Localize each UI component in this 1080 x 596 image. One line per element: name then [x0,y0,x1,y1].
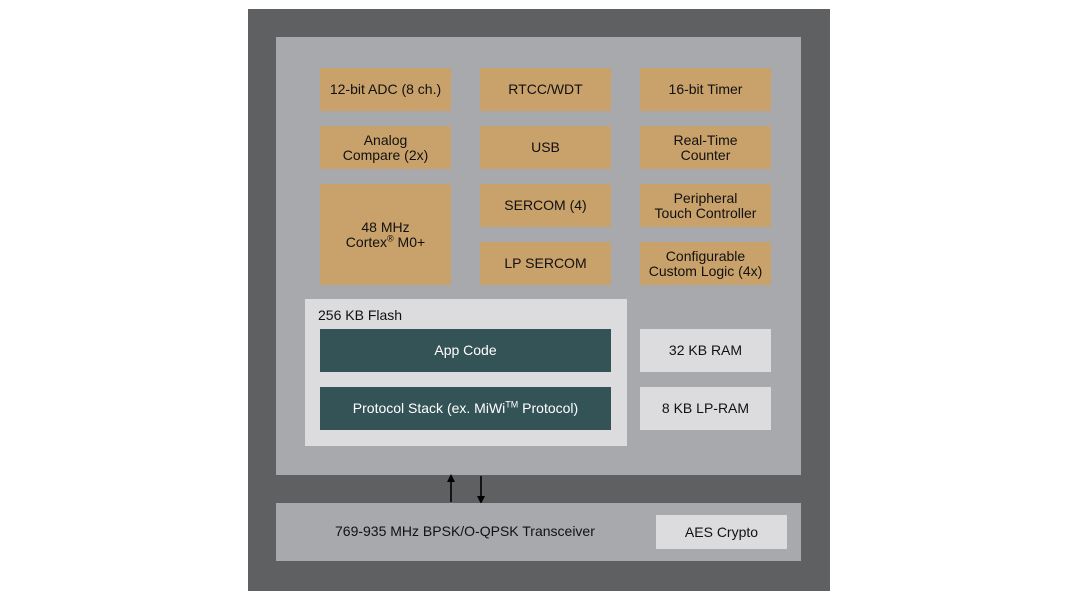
analog-compare-line-2: Compare (2x) [342,146,429,163]
ram-block: 32 KB RAM [640,329,771,372]
aes-crypto-label: AES Crypto [684,523,759,540]
flash-label: 256 KB Flash [318,307,403,323]
ptc-line-2: Touch Controller [654,204,757,221]
ccl-line-1: Configurable [665,247,746,264]
usb-label: USB [531,139,560,155]
lp-ram-label: 8 KB LP-RAM [661,400,750,416]
rtc-line-2: Counter [680,146,731,163]
rtc-line-1: Real-Time [673,131,738,148]
timer-block: 16-bit Timer [640,68,771,111]
trademark-mark: TM [505,399,519,410]
rtcc-wdt-block: RTCC/WDT [480,68,611,111]
transceiver-label: 769-935 MHz BPSK/O-QPSK Transceiver [335,523,595,539]
protocol-label-b: Protocol) [518,400,579,416]
timer-label: 16-bit Timer [668,81,743,97]
cpu-line-1: 48 MHz [361,218,410,235]
analog-compare-line-1: Analog [363,131,408,148]
ccl-line-2: Custom Logic (4x) [648,262,763,279]
aes-crypto-block: AES Crypto [656,515,787,549]
app-code-label: App Code [434,342,497,358]
lp-ram-block: 8 KB LP-RAM [640,387,771,430]
adc-label: 12-bit ADC (8 ch.) [329,81,442,97]
lp-sercom-label: LP SERCOM [504,255,587,271]
cpu-line-2a: Cortex [345,233,388,250]
sercom-block: SERCOM (4) [480,184,611,227]
ptc-line-1: Peripheral [673,189,738,206]
protocol-stack-block: Protocol Stack (ex. MiWiTM Protocol) [320,387,611,430]
registered-mark: ® [387,232,394,243]
adc-block: 12-bit ADC (8 ch.) [320,68,451,111]
protocol-label-a: Protocol Stack (ex. MiWi [352,400,506,416]
sercom-label: SERCOM (4) [504,197,587,213]
app-code-block: App Code [320,329,611,372]
usb-block: USB [480,126,611,169]
ram-label: 32 KB RAM [668,342,743,358]
lp-sercom-block: LP SERCOM [480,242,611,285]
rtcc-wdt-label: RTCC/WDT [508,81,583,97]
cpu-line-2b: M0+ [393,233,426,250]
